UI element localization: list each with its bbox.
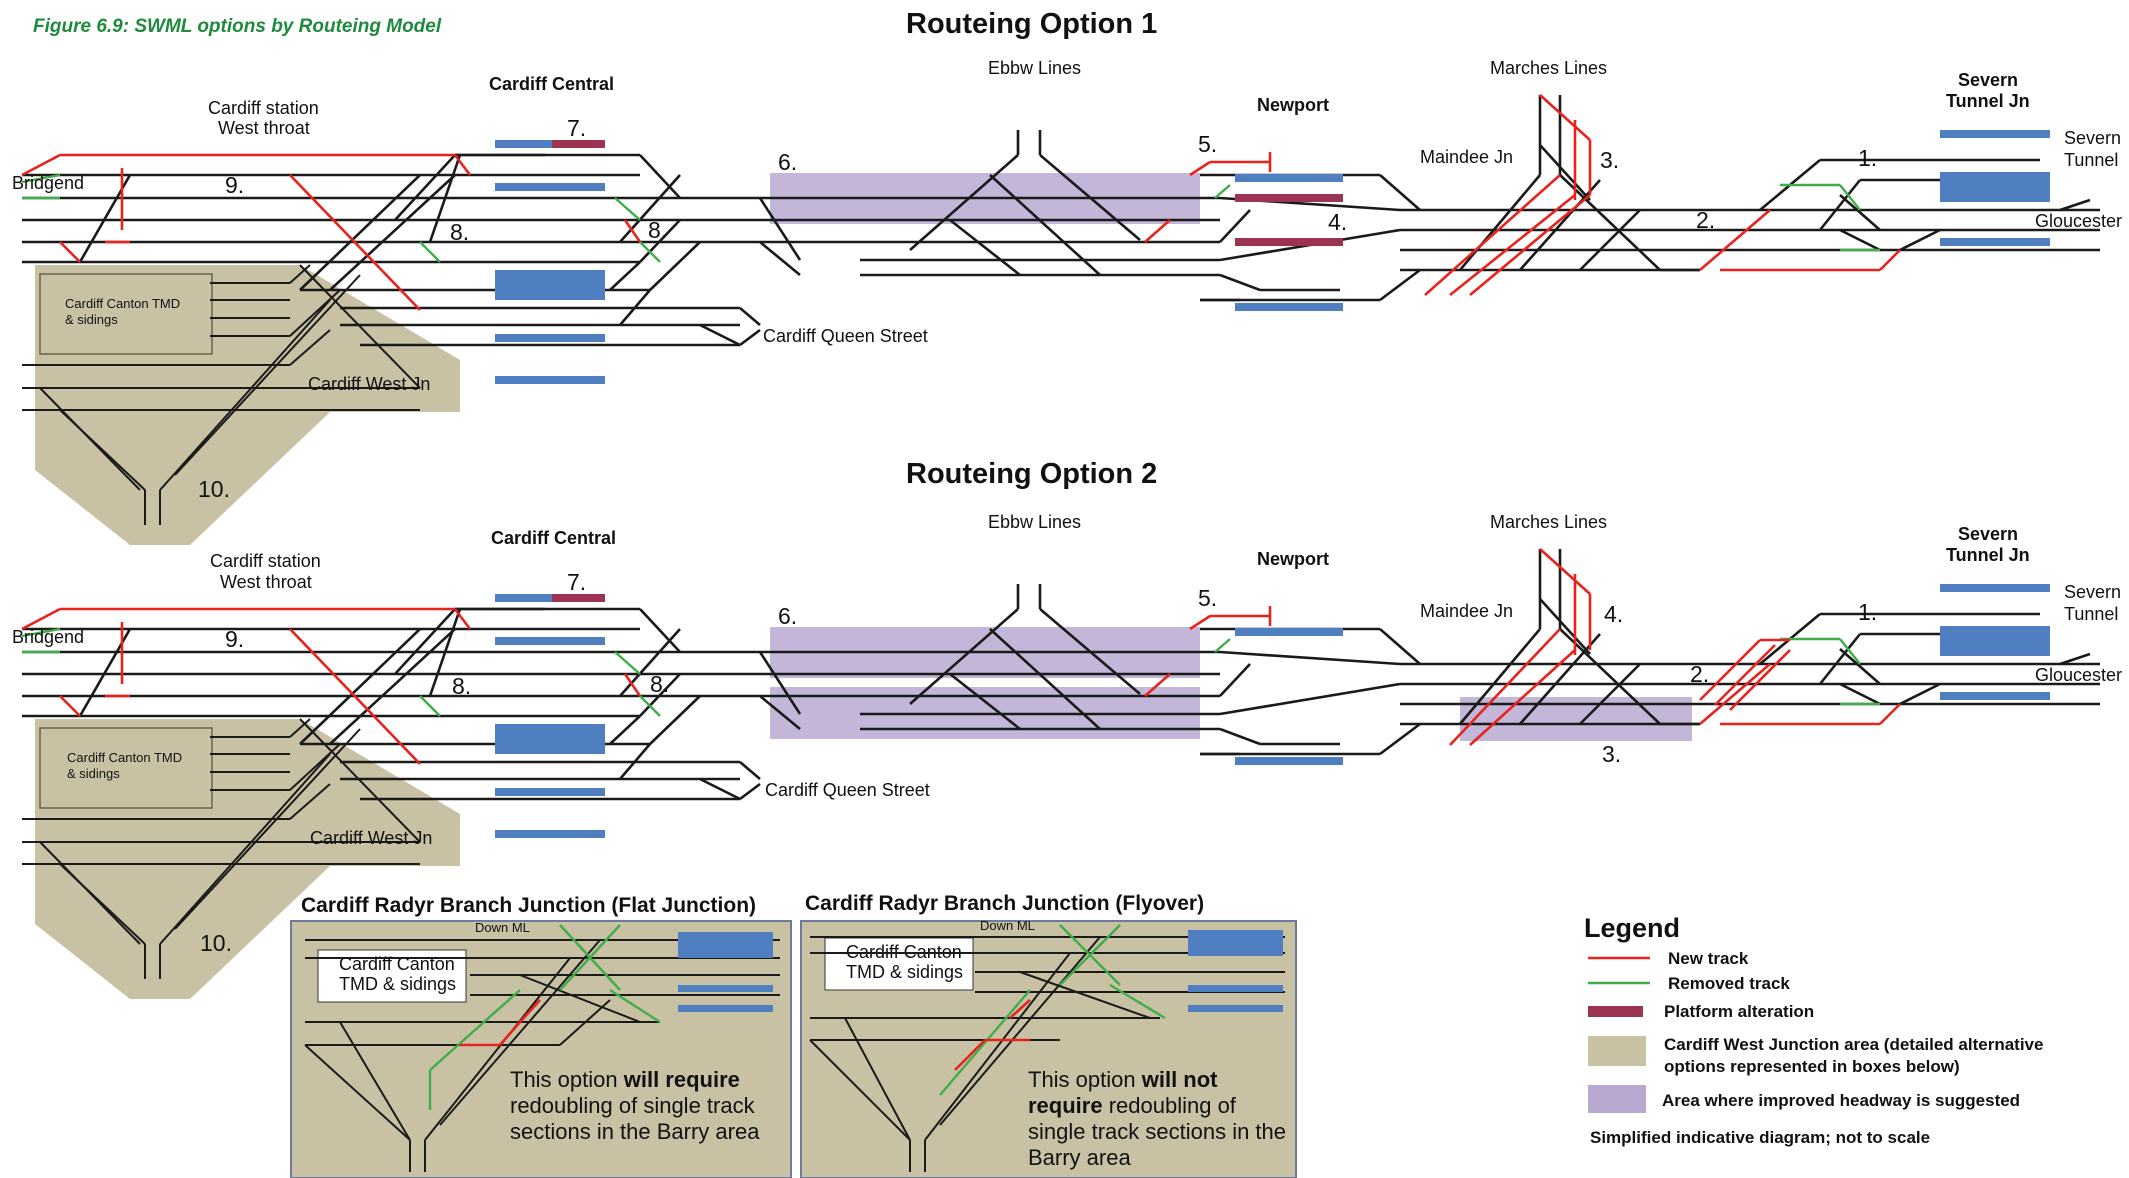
marker-4: 4. [1604, 601, 1623, 627]
flyover-down-ml: Down ML [980, 918, 1035, 933]
label-cardiff-west-jn: Cardiff West Jn [308, 374, 430, 394]
marker-7: 7. [567, 569, 586, 595]
marker-8a: 8. [450, 219, 469, 245]
routeing-option-2: Routeing Option 2 Cardiff station West t… [12, 458, 2122, 1001]
marker-4: 4. [1328, 209, 1347, 235]
platform-alteration-7-opt2 [552, 594, 605, 602]
label-canton-2: & sidings [65, 312, 118, 327]
routeing-option-1: Routeing Option 1 Cardiff station West t… [12, 8, 2122, 547]
marker-2: 2. [1690, 661, 1709, 687]
label-severn-tunnel-2: Tunnel [2064, 150, 2118, 170]
label-bridgend: Bridgend [12, 173, 84, 193]
legend-cardiff-west-1: Cardiff West Junction area (detailed alt… [1664, 1035, 2043, 1054]
legend-footnote: Simplified indicative diagram; not to sc… [1590, 1128, 1930, 1147]
flat-junction-title: Cardiff Radyr Branch Junction (Flat Junc… [301, 894, 756, 917]
figure-title: Figure 6.9: SWML options by Routeing Mod… [33, 16, 442, 37]
label-maindee-jn: Maindee Jn [1420, 147, 1513, 167]
label-severn-tunnel-jn-2: Tunnel Jn [1946, 545, 2030, 565]
marker-5: 5. [1198, 585, 1217, 611]
option1-labels: Cardiff station West throat Cardiff Cent… [12, 58, 2122, 394]
legend-headway: Area where improved headway is suggested [1662, 1091, 2020, 1110]
marker-7: 7. [567, 115, 586, 141]
marker-1: 1. [1858, 599, 1877, 625]
marker-3: 3. [1602, 741, 1621, 767]
label-cardiff-central: Cardiff Central [489, 74, 614, 94]
legend-new-track: New track [1668, 949, 1749, 968]
marker-8b: 8. [648, 217, 667, 243]
label-newport: Newport [1257, 549, 1329, 569]
label-canton-1: Cardiff Canton TMD [65, 296, 180, 311]
flat-note-2: redoubling of single track [510, 1093, 756, 1118]
flat-canton-2: TMD & sidings [339, 974, 456, 994]
label-severn-tunnel-jn-1: Severn [1958, 524, 2018, 544]
marker-8b: 8. [650, 671, 669, 697]
flyover-canton-2: TMD & sidings [846, 962, 963, 982]
marker-5: 5. [1198, 131, 1217, 157]
label-cardiff-west-throat-1: Cardiff station [210, 551, 321, 571]
marker-2: 2. [1696, 207, 1715, 233]
legend: Legend New track Removed track Platform … [1584, 913, 2043, 1147]
legend-cardiff-west-2: options represented in boxes below) [1664, 1057, 1960, 1076]
label-newport: Newport [1257, 95, 1329, 115]
label-cardiff-queen-street: Cardiff Queen Street [763, 326, 928, 346]
label-severn-tunnel-2: Tunnel [2064, 604, 2118, 624]
marker-8a: 8. [452, 673, 471, 699]
flyover-box: Cardiff Radyr Branch Junction (Flyover) … [800, 892, 1297, 1178]
label-cardiff-west-jn: Cardiff West Jn [310, 828, 432, 848]
marker-9: 9. [225, 172, 244, 198]
flyover-note-4: Barry area [1028, 1145, 1131, 1170]
marker-6: 6. [778, 149, 797, 175]
option2-labels: Cardiff station West throat Cardiff Cent… [12, 512, 2122, 848]
option2-numbers: 1. 2. 3. 4. 5. 6. 7. 8. 8. 9. 10. [200, 569, 1877, 956]
label-gloucester: Gloucester [2035, 211, 2122, 231]
label-marches-lines: Marches Lines [1490, 58, 1607, 78]
label-cardiff-central: Cardiff Central [491, 528, 616, 548]
marker-9: 9. [225, 626, 244, 652]
label-canton-2: & sidings [67, 766, 120, 781]
label-cardiff-west-throat-2: West throat [220, 572, 312, 592]
label-bridgend: Bridgend [12, 627, 84, 647]
platform-alteration-7 [552, 140, 605, 148]
label-cardiff-west-throat-2: West throat [218, 118, 310, 138]
label-maindee-jn: Maindee Jn [1420, 601, 1513, 621]
flyover-title: Cardiff Radyr Branch Junction (Flyover) [805, 892, 1204, 915]
marker-6: 6. [778, 603, 797, 629]
label-gloucester: Gloucester [2035, 665, 2122, 685]
label-cardiff-queen-street: Cardiff Queen Street [765, 780, 930, 800]
flat-note-3: sections in the Barry area [510, 1119, 760, 1144]
flat-down-ml: Down ML [475, 920, 530, 935]
marker-10: 10. [198, 476, 230, 502]
legend-removed-track: Removed track [1668, 974, 1790, 993]
label-marches-lines: Marches Lines [1490, 512, 1607, 532]
legend-title: Legend [1584, 913, 1680, 943]
flat-note: This option will require [510, 1067, 740, 1092]
marker-1: 1. [1858, 145, 1877, 171]
marker-10: 10. [200, 930, 232, 956]
option1-numbers: 1. 2. 3. 4. 5. 6. 7. 8. 8. 9. 10. [198, 115, 1877, 502]
label-canton-1: Cardiff Canton TMD [67, 750, 182, 765]
option2-title: Routeing Option 2 [906, 458, 1157, 490]
label-ebbw-lines: Ebbw Lines [988, 58, 1081, 78]
flyover-note-2: require redoubling of [1028, 1093, 1237, 1118]
label-severn-tunnel-jn-2: Tunnel Jn [1946, 91, 2030, 111]
label-ebbw-lines: Ebbw Lines [988, 512, 1081, 532]
flyover-note-3: single track sections in the [1028, 1119, 1286, 1144]
label-severn-tunnel-jn-1: Severn [1958, 70, 2018, 90]
flyover-note-1: This option will not [1028, 1067, 1218, 1092]
marker-3: 3. [1600, 147, 1619, 173]
label-severn-tunnel-1: Severn [2064, 128, 2121, 148]
legend-platform-alteration: Platform alteration [1664, 1002, 1814, 1021]
flat-junction-box: Cardiff Radyr Branch Junction (Flat Junc… [290, 894, 792, 1178]
option1-title: Routeing Option 1 [906, 8, 1157, 40]
label-severn-tunnel-1: Severn [2064, 582, 2121, 602]
label-cardiff-west-throat-1: Cardiff station [208, 98, 319, 118]
